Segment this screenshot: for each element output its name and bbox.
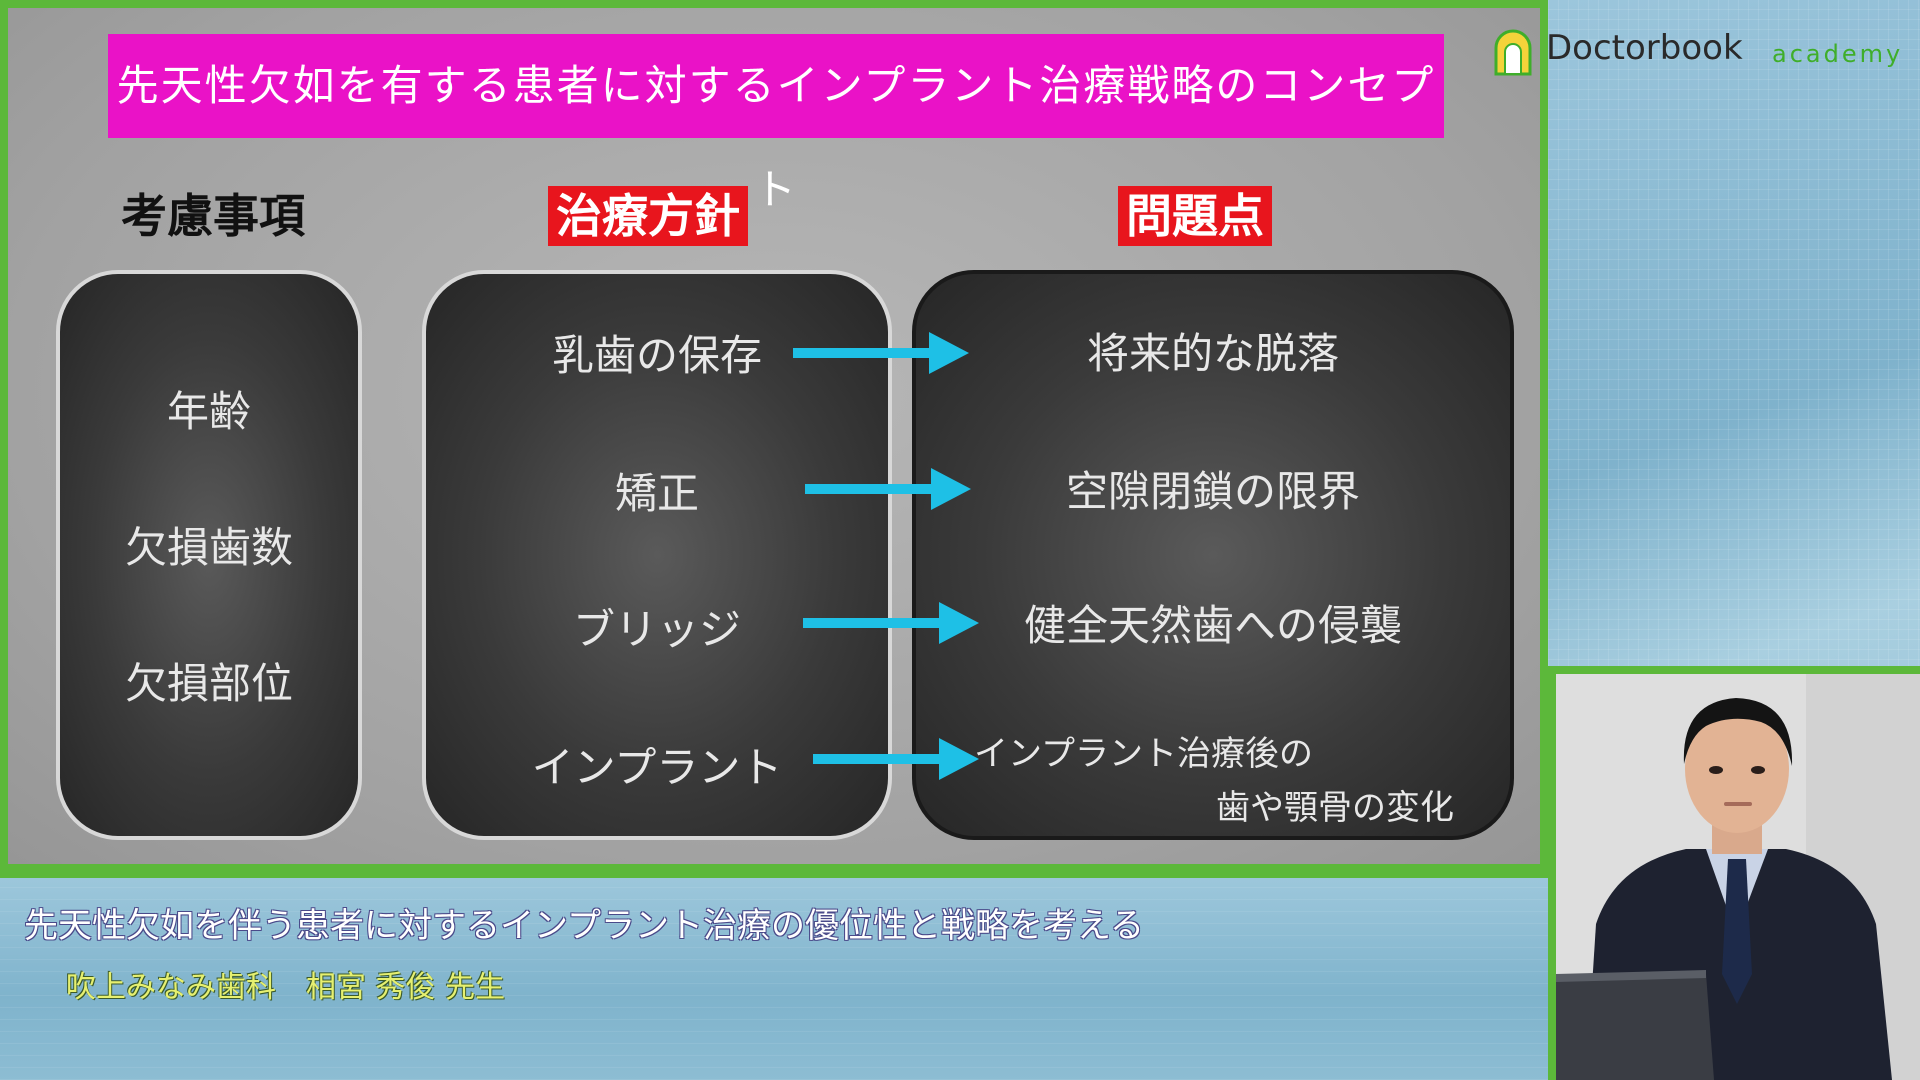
consideration-item: 欠損部位 <box>124 659 293 708</box>
policy-item: 乳歯の保存 <box>551 331 762 380</box>
arrow-right-icon <box>805 468 971 510</box>
logo-arch-icon <box>1494 29 1532 76</box>
arrow-right-icon <box>793 332 969 374</box>
policy-item: ブリッジ <box>572 605 741 654</box>
presenter-video <box>1548 666 1920 1080</box>
lower-third <box>0 872 1548 1080</box>
problem-item: 健全天然歯への侵襲 <box>1023 601 1402 650</box>
speaker-name: 吹上みなみ歯科 相宮 秀俊 先生 <box>66 970 506 1005</box>
heading-problems: 問題点 <box>1118 186 1272 246</box>
heading-considerations: 考慮事項 <box>121 189 305 243</box>
problem-item: インプラント治療後の <box>974 734 1313 774</box>
arrow-right-icon <box>803 602 979 644</box>
problem-item: 将来的な脱落 <box>1086 329 1339 378</box>
heading-treatment-policy: 治療方針 <box>548 186 748 246</box>
arrow-right-icon <box>813 738 979 780</box>
considerations-box: 年齢 欠損歯数 欠損部位 <box>56 270 362 840</box>
policy-item: インプラント <box>531 743 783 792</box>
presenter-figure <box>1556 674 1920 1080</box>
consideration-item: 年齢 <box>166 387 251 436</box>
slide-title: 先天性欠如を有する患者に対するインプラント治療戦略のコンセプト <box>108 34 1444 214</box>
lower-third-divider <box>0 872 1548 878</box>
policy-item: 矯正 <box>614 469 699 518</box>
frame-divider <box>1540 0 1548 872</box>
policies-box: 乳歯の保存 矯正 ブリッジ インプラント <box>422 270 892 840</box>
slide: 先天性欠如を有する患者に対するインプラント治療戦略のコンセプト 考慮事項 治療方… <box>0 0 1548 872</box>
consideration-item: 欠損歯数 <box>124 523 293 572</box>
logo-sub: academy <box>1772 40 1904 68</box>
problems-box: 将来的な脱落 空隙閉鎖の限界 健全天然歯への侵襲 インプラント治療後の 歯や顎骨… <box>912 270 1514 840</box>
lecture-title: 先天性欠如を伴う患者に対するインプラント治療の優位性と戦略を考える <box>24 906 1144 946</box>
problem-item: 歯や顎骨の変化 <box>1216 788 1454 828</box>
problem-item: 空隙閉鎖の限界 <box>1065 467 1360 516</box>
logo-brand: Doctorbook <box>1546 28 1743 68</box>
